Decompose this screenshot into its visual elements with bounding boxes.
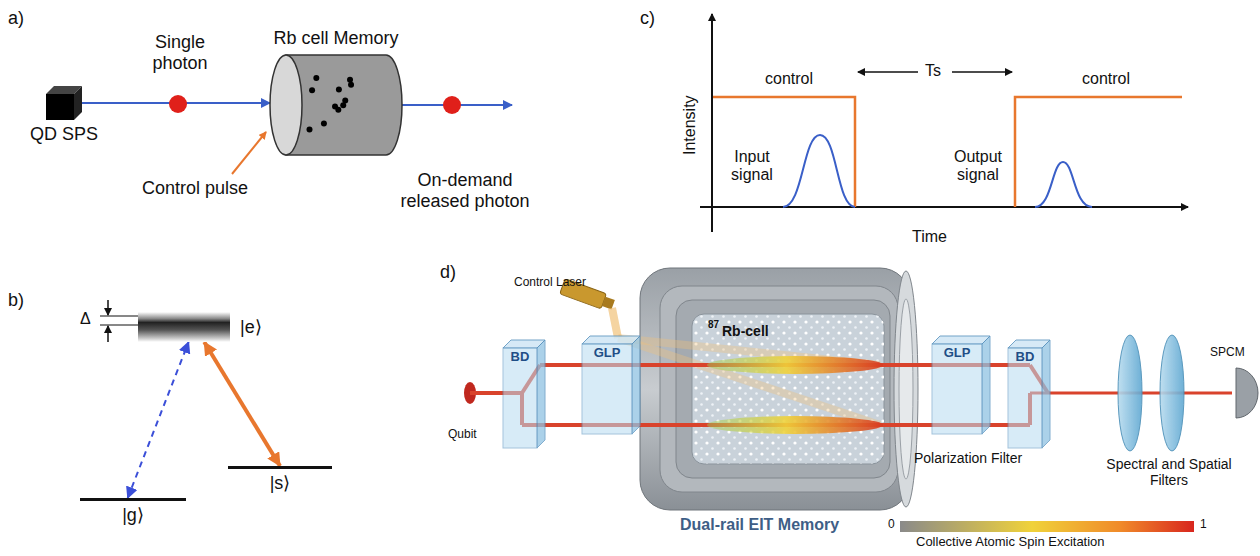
transition-arrow xyxy=(204,342,280,466)
part-name: Qubit xyxy=(448,428,477,442)
isotope-number: 87 xyxy=(708,319,719,331)
colorbar-title: Collective Atomic Spin Excitation xyxy=(916,535,1105,550)
node-label: |s⟩ xyxy=(270,473,291,494)
colorbar-tick: 0 xyxy=(888,518,895,532)
photon-dot xyxy=(443,96,461,114)
cube-outline xyxy=(46,86,82,120)
part-name: SPCM xyxy=(1210,346,1245,360)
node-label: BD xyxy=(511,350,530,365)
panel-letter: d) xyxy=(440,262,456,283)
curve-label: control xyxy=(765,70,813,88)
energy-level: |g⟩ xyxy=(80,498,186,501)
part-name: Rb-cell xyxy=(722,323,769,339)
beam-displacer: BD xyxy=(503,340,545,448)
annotation: Single photon xyxy=(138,32,222,73)
part-name: Control Laser xyxy=(514,276,586,290)
curve-label: Output signal xyxy=(946,148,1010,185)
part-name: Polarization Filter xyxy=(914,450,1022,466)
node-label: GLP xyxy=(594,346,621,361)
vapor-cell: Rb cell Memory xyxy=(270,55,402,155)
part-name: Spectral and Spatial Filters xyxy=(1096,456,1242,488)
node-label: BD xyxy=(1016,350,1035,365)
light-source: QD SPS xyxy=(46,86,82,120)
annotation: On-demand released photon xyxy=(392,170,538,211)
polarizer-prism: GLP xyxy=(582,336,640,434)
annotation: Control pulse xyxy=(142,178,248,199)
figure-title: Dual-rail EIT Memory xyxy=(680,516,839,534)
panel-letter: c) xyxy=(640,8,655,29)
node-label: QD SPS xyxy=(30,124,98,145)
cyl-outline xyxy=(270,55,402,155)
energy-level: |e⟩ xyxy=(138,312,230,342)
beam-displacer: BD xyxy=(1008,340,1050,448)
panel-letter: a) xyxy=(8,8,24,29)
polarizer-prism: GLP xyxy=(932,336,990,434)
delta-symbol: Δ xyxy=(80,310,91,328)
energy-level: |s⟩ xyxy=(228,466,332,469)
node-label: GLP xyxy=(944,346,971,361)
interval-label: Ts xyxy=(925,62,941,80)
curve-label: Input signal xyxy=(722,148,782,185)
transition-arrow xyxy=(128,342,189,498)
axis-title: Intensity xyxy=(681,95,699,155)
panel-letter: b) xyxy=(8,290,24,311)
photon-dot xyxy=(169,95,187,113)
node-label: Rb cell Memory xyxy=(273,28,398,49)
colorbar-tick: 1 xyxy=(1200,518,1207,532)
axis-title: Time xyxy=(912,228,947,246)
node-label: |g⟩ xyxy=(122,505,144,526)
curve-label: control xyxy=(1082,70,1130,88)
node-label: |e⟩ xyxy=(240,317,262,338)
